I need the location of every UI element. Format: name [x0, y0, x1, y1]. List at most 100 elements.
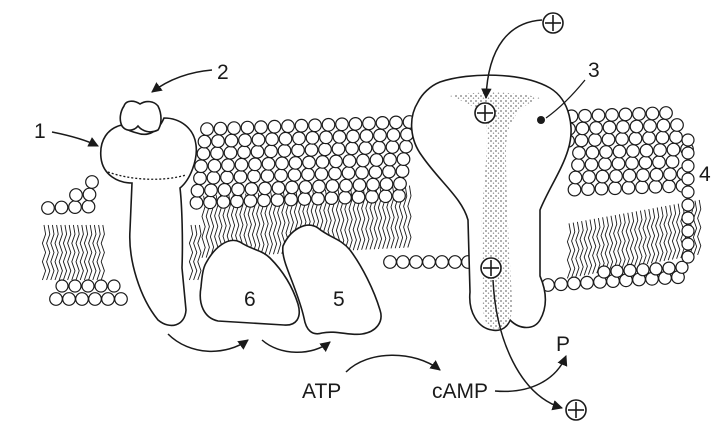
binding-site-dot	[537, 116, 545, 124]
phospholipid-head	[42, 202, 55, 215]
phospholipid-head	[666, 155, 679, 168]
lipid-tail	[55, 225, 58, 280]
arrow-atp-to-camp	[346, 355, 440, 372]
phospholipid-head	[340, 179, 353, 192]
arrow-camp-to-p	[495, 356, 566, 391]
phospholipid-head	[231, 195, 244, 208]
phospholipid-head	[89, 293, 102, 306]
phospholipid-head	[298, 193, 311, 206]
lipid-tail	[588, 220, 591, 275]
phospholipid-head	[211, 147, 224, 160]
hormone-molecule	[120, 101, 161, 132]
phospholipid-head	[320, 131, 333, 144]
lipid-tail	[597, 218, 600, 273]
phospholipid-head	[212, 135, 225, 148]
phospholipid-head	[384, 256, 397, 269]
phospholipid-head	[624, 264, 636, 276]
phospholipid-head	[664, 168, 677, 181]
phospholipid-head	[682, 160, 694, 172]
phospholipid-head	[595, 182, 608, 195]
phospholipid-head	[232, 183, 245, 196]
phospholipid-head	[617, 121, 630, 134]
phospholipid-head	[436, 256, 449, 269]
phospholipid-head	[370, 154, 383, 167]
phospholipid-head	[386, 141, 399, 154]
phospholipid-head	[239, 134, 252, 147]
phospholipid-head	[637, 169, 650, 182]
phospholipid-head	[611, 265, 623, 277]
phospholipid-head	[205, 184, 218, 197]
phospholipid-head	[367, 178, 380, 191]
phospholipid-head	[83, 188, 96, 201]
lipid-tail	[639, 211, 642, 266]
phospholipid-head	[646, 107, 659, 120]
phospholipid-head	[295, 119, 308, 132]
phospholipid-head	[306, 132, 319, 145]
phospholipid-head	[568, 277, 581, 290]
right-edge-heads	[682, 134, 694, 263]
phospholipid-head	[379, 190, 392, 203]
phospholipid-head	[279, 132, 292, 145]
phospholipid-head	[292, 144, 305, 157]
phospholipid-head	[667, 143, 680, 156]
lipid-tail	[93, 225, 96, 280]
lipid-tail	[593, 219, 596, 274]
phospholipid-head	[329, 167, 342, 180]
ion-plus-bottom	[566, 400, 586, 420]
lipid-tail	[76, 225, 79, 280]
phospholipid-head	[55, 201, 68, 214]
phospholipid-head	[259, 182, 272, 195]
phospholipid-head	[609, 182, 622, 195]
phospholipid-head	[305, 144, 318, 157]
phospholipid-head	[276, 157, 289, 170]
phospholipid-head	[266, 133, 279, 146]
phospholipid-head	[682, 251, 694, 263]
phospholipid-head	[671, 119, 684, 132]
phospholipid-head	[359, 142, 372, 155]
phospholipid-head	[390, 116, 403, 129]
phospholipid-head	[336, 118, 349, 131]
phospholipid-head	[585, 158, 598, 171]
phospholipid-head	[194, 172, 207, 185]
phospholipid-head	[286, 181, 299, 194]
phospholipid-head	[325, 192, 338, 205]
phospholipid-head	[347, 130, 360, 143]
lipid-tail	[626, 213, 629, 268]
receptor-protein	[101, 118, 197, 325]
lipid-tail	[42, 225, 45, 280]
phospholipid-head	[612, 157, 625, 170]
phospholipid-head	[363, 117, 376, 130]
phospholipid-head	[303, 156, 316, 169]
phospholipid-head	[579, 110, 592, 123]
lipid-tail	[51, 225, 54, 280]
phospholipid-head	[606, 109, 619, 122]
phospholipid-head	[312, 192, 325, 205]
lipid-tail	[567, 223, 570, 278]
arrow-receptor-to-6	[168, 334, 248, 351]
phospholipid-head	[76, 293, 89, 306]
phospholipid-head	[353, 179, 366, 192]
phospholipid-head	[238, 146, 251, 159]
phospholipid-head	[228, 122, 241, 135]
phospholipid-head	[376, 117, 389, 130]
phospholipid-head	[387, 129, 400, 142]
phospholipid-head	[69, 201, 82, 214]
phospholipid-head	[582, 183, 595, 196]
lipid-tail	[59, 225, 62, 280]
phospholipid-head	[369, 166, 382, 179]
phospholipid-head	[330, 155, 343, 168]
phospholipid-head	[195, 160, 208, 173]
lipid-tail	[609, 216, 612, 271]
phospholipid-head	[214, 122, 227, 135]
lipid-tail	[643, 210, 646, 265]
lipid-tail	[668, 205, 671, 260]
phospholipid-head	[197, 147, 210, 160]
phospholipid-head	[581, 276, 594, 289]
lipid-tail	[698, 200, 701, 255]
phospholipid-head	[639, 156, 652, 169]
phospholipid-head	[630, 120, 643, 133]
phospholipid-head	[208, 159, 221, 172]
phospholipid-head	[682, 199, 694, 211]
phospholipid-head	[589, 134, 602, 147]
